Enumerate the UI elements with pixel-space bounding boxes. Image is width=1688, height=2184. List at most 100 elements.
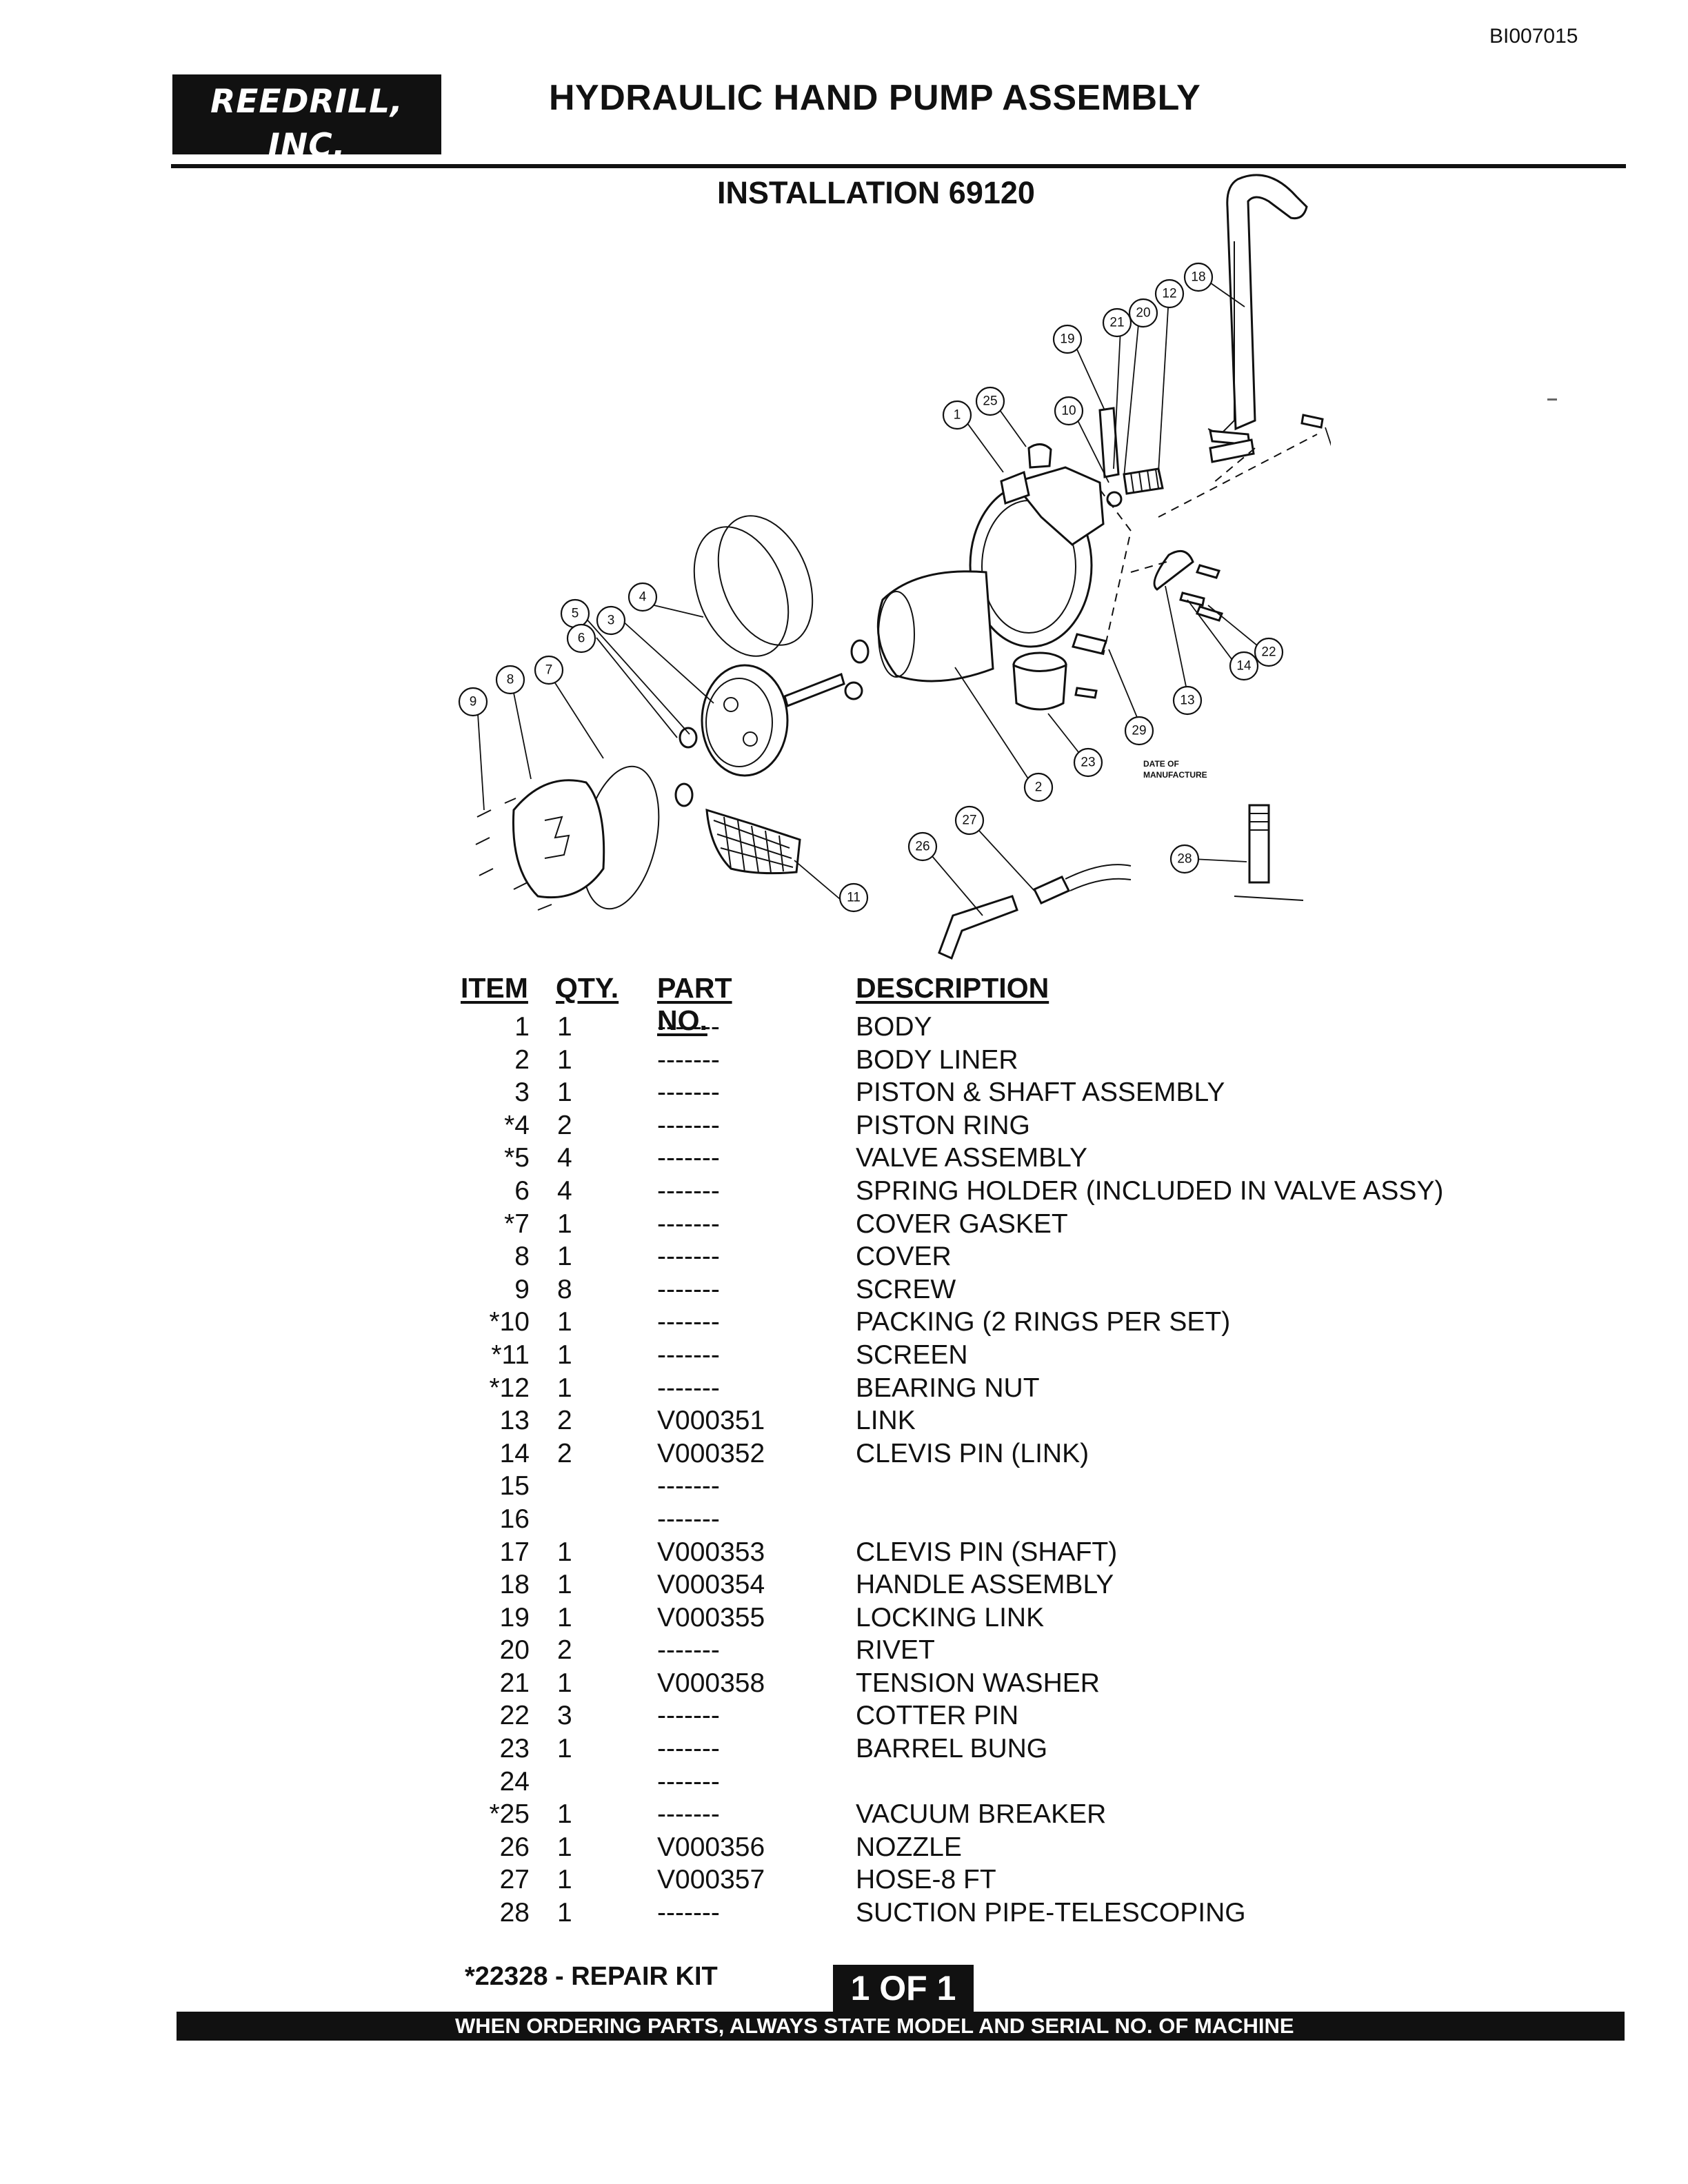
cell-item: 2: [514, 1044, 530, 1075]
cell-qty: 1: [557, 1242, 572, 1272]
cell-part-no: -------: [657, 1471, 720, 1502]
cell-part-no: V000358: [657, 1668, 765, 1698]
cell-description: BODY: [856, 1012, 932, 1042]
callout-21-label: 21: [1109, 316, 1124, 330]
leader-28: [1192, 858, 1247, 862]
leader-13: [1165, 585, 1190, 704]
callout-8: 8: [495, 665, 525, 695]
header-item: ITEM: [461, 972, 528, 1004]
footer-ordering-note: WHEN ORDERING PARTS, ALWAYS STATE MODEL …: [455, 2014, 1294, 2038]
callout-20-label: 20: [1136, 306, 1150, 321]
valve-disc-shape: [679, 727, 698, 749]
screw-1: [475, 809, 552, 911]
callout-19-label: 19: [1060, 332, 1074, 347]
cell-item: 24: [499, 1766, 530, 1797]
footer-bar: WHEN ORDERING PARTS, ALWAYS STATE MODEL …: [177, 2012, 1625, 2041]
piston-face: [705, 678, 773, 767]
callout-11: 11: [838, 882, 869, 913]
cell-part-no: -------: [657, 1242, 720, 1272]
body-liner-rim: [878, 591, 915, 678]
cell-description: BEARING NUT: [856, 1373, 1040, 1403]
cell-qty: 1: [557, 1668, 572, 1698]
diagram-drawing: [475, 174, 1324, 960]
cell-part-no: V000357: [657, 1865, 765, 1895]
callout-3: 3: [596, 605, 626, 636]
cell-part-no: V000351: [657, 1406, 765, 1436]
cell-item: 3: [514, 1078, 530, 1108]
cell-qty: 1: [557, 1209, 572, 1239]
cell-qty: 4: [557, 1143, 572, 1173]
callout-10: 10: [1054, 396, 1084, 426]
barrel-bung-shape: [1012, 663, 1067, 711]
cell-description: BODY LINER: [856, 1044, 1018, 1075]
cell-qty: 1: [557, 1012, 572, 1042]
leader-19: [1073, 341, 1105, 411]
body-outlet-shape: [1012, 466, 1105, 546]
header-qty: QTY.: [556, 972, 619, 1004]
callout-7: 7: [534, 655, 564, 685]
cotter-pin-shape: [1179, 592, 1205, 607]
cell-item: 1: [514, 1012, 530, 1042]
body-port-shape: [1000, 470, 1030, 505]
packing-spring-coils: [1130, 469, 1159, 493]
piston-shape: [701, 664, 789, 777]
callout-8-label: 8: [507, 673, 514, 687]
cell-part-no: -------: [657, 1307, 720, 1337]
callout-2: 2: [1023, 772, 1054, 802]
callout-bubbles: 1 2 4 5 6 3 7 8 9 10 11 12 13 14 17 18 1…: [458, 262, 1284, 913]
cell-item: 17: [499, 1537, 530, 1567]
callout-18: 18: [1183, 262, 1214, 292]
callout-23: 23: [1073, 747, 1103, 778]
leader-27: [970, 821, 1035, 891]
leader-14: [1187, 599, 1240, 671]
callout-13: 13: [1172, 685, 1203, 716]
callout-28-label: 28: [1177, 852, 1192, 867]
cell-item: 14: [499, 1438, 530, 1468]
cell-qty: 1: [557, 1898, 572, 1928]
leader-11: [794, 860, 845, 904]
leader-6: [596, 637, 678, 738]
cell-item: 21: [499, 1668, 530, 1698]
vacuum-breaker-shape: [1027, 443, 1052, 469]
leader-4: [647, 603, 704, 618]
cell-description: PISTON RING: [856, 1110, 1030, 1140]
cell-part-no: -------: [657, 1209, 720, 1239]
callout-23-label: 23: [1081, 756, 1095, 770]
leader-1: [965, 420, 1004, 473]
cell-part-no: -------: [657, 1143, 720, 1173]
cell-part-no: -------: [657, 1373, 720, 1403]
callout-6: 6: [566, 623, 596, 654]
cell-description: PACKING (2 RINGS PER SET): [856, 1307, 1231, 1337]
cell-item: *10: [489, 1307, 530, 1337]
cell-description: RIVET: [856, 1635, 935, 1666]
valve-assembly-shape: [844, 681, 863, 700]
cell-item: 6: [514, 1175, 530, 1206]
header-rule: [171, 164, 1626, 168]
cell-qty: 3: [557, 1701, 572, 1731]
cell-item: 16: [499, 1504, 530, 1534]
hose-fitting-shape: [1032, 876, 1071, 904]
company-name: REEDRILL, INC.: [210, 83, 403, 165]
cell-part-no: -------: [657, 1766, 720, 1797]
leader-5: [584, 616, 690, 735]
clevis-pin-shaft-shape: [1300, 414, 1324, 429]
suction-pipe-base: [1234, 896, 1304, 901]
screw-2: [504, 798, 516, 804]
cell-part-no: -------: [657, 1701, 720, 1731]
cell-description: TENSION WASHER: [856, 1668, 1100, 1698]
cell-part-no: -------: [657, 1175, 720, 1206]
callout-1-label: 1: [954, 408, 961, 423]
cell-description: SCREW: [856, 1274, 956, 1304]
callout-19: 19: [1052, 324, 1083, 354]
body-liner-shape: [876, 570, 994, 682]
callout-10-label: 10: [1061, 404, 1076, 418]
callout-22: 22: [1254, 637, 1284, 667]
leader-2: [954, 667, 1034, 787]
cell-description: COVER GASKET: [856, 1209, 1068, 1239]
cell-description: VALVE ASSEMBLY: [856, 1143, 1087, 1173]
cell-qty: 1: [557, 1799, 572, 1830]
cover-logo: [544, 816, 570, 859]
cell-item: 19: [499, 1602, 530, 1632]
cell-description: CLEVIS PIN (SHAFT): [856, 1537, 1118, 1567]
callout-14: 14: [1229, 651, 1259, 681]
